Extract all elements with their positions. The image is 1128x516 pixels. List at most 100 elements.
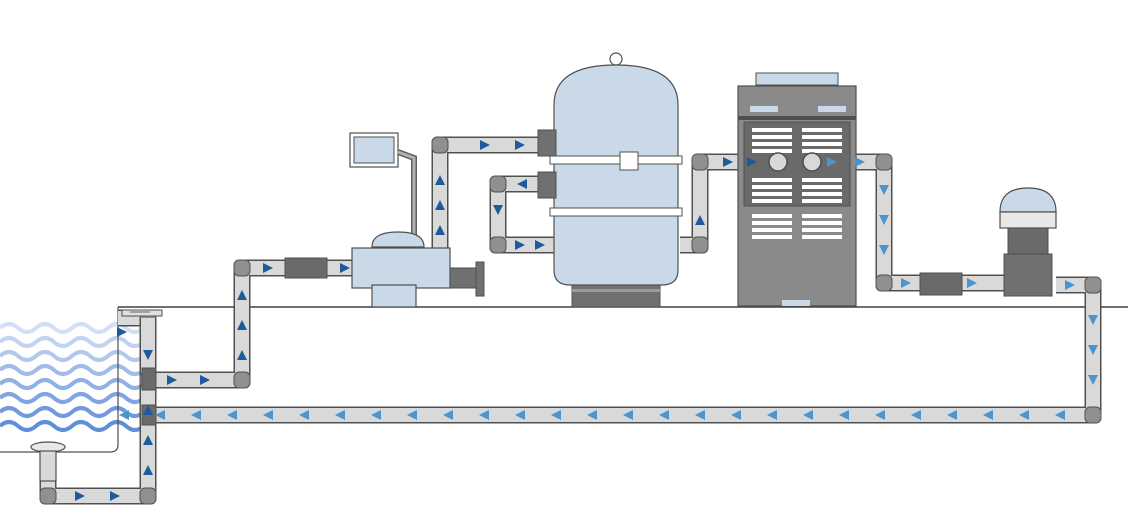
- chlorinator: [999, 187, 1057, 297]
- pipe-union: [141, 367, 157, 391]
- flow-arrow: [110, 491, 120, 501]
- vent-slot: [802, 185, 842, 189]
- flow-arrow: [155, 410, 165, 420]
- vent-slot: [802, 228, 842, 232]
- flow-arrow: [435, 175, 445, 185]
- flow-arrow: [879, 185, 889, 195]
- pipe-outline: [139, 259, 355, 389]
- vent-slot: [802, 235, 842, 239]
- flow-arrow: [515, 140, 525, 150]
- flow-arrow: [1065, 280, 1075, 290]
- flow-arrow: [75, 491, 85, 501]
- flow-arrow: [535, 240, 545, 250]
- flow-arrow: [767, 410, 777, 420]
- skimmer: [121, 309, 163, 317]
- flow-arrow: [237, 350, 247, 360]
- flow-arrow: [1055, 410, 1065, 420]
- flow-arrow: [237, 290, 247, 300]
- flow-arrow: [371, 410, 381, 420]
- water-wave: [0, 350, 146, 362]
- vent-slot: [802, 135, 842, 139]
- pipe-elbow: [233, 259, 251, 277]
- vent-slot: [802, 128, 842, 132]
- flow-arrow: [879, 215, 889, 225]
- pipe-elbow: [489, 175, 507, 193]
- flow-arrow: [879, 245, 889, 255]
- pipe-union: [919, 272, 963, 296]
- water-wave: [0, 392, 146, 404]
- main-drain: [30, 441, 66, 482]
- pipe-fittings: [141, 257, 963, 426]
- vent-slot: [752, 142, 792, 146]
- vent-slot: [802, 199, 842, 203]
- water-wave: [0, 420, 146, 432]
- pipe: [141, 261, 355, 387]
- pipe-elbow: [489, 236, 507, 254]
- vent-slot: [802, 178, 842, 182]
- heater: [737, 72, 857, 307]
- vent-slot: [752, 228, 792, 232]
- flow-arrow: [901, 278, 911, 288]
- flow-arrow: [143, 435, 153, 445]
- flow-arrow: [1019, 410, 1029, 420]
- flow-arrow: [515, 410, 525, 420]
- pipe-elbow: [691, 153, 709, 171]
- flow-arrow: [191, 410, 201, 420]
- flow-arrow: [335, 410, 345, 420]
- flow-arrow: [480, 140, 490, 150]
- flow-arrow: [263, 410, 273, 420]
- flow-arrow: [983, 410, 993, 420]
- pool-water: [0, 322, 146, 432]
- flow-arrow: [587, 410, 597, 420]
- flow-arrow: [875, 410, 885, 420]
- flow-arrow: [407, 410, 417, 420]
- flow-arrow: [827, 157, 837, 167]
- flow-arrow: [479, 410, 489, 420]
- vent-slot: [752, 128, 792, 132]
- pipe-elbow: [691, 236, 709, 254]
- flow-arrow: [200, 375, 210, 385]
- flow-arrow: [731, 410, 741, 420]
- water-wave: [0, 378, 146, 390]
- pipe-elbow: [39, 487, 57, 505]
- flow-arrow: [117, 327, 127, 337]
- pipe-elbow: [233, 371, 251, 389]
- flow-arrow: [515, 240, 525, 250]
- flow-arrow: [443, 410, 453, 420]
- pool-wall: [0, 307, 119, 453]
- vent-slot: [752, 221, 792, 225]
- flow-arrow: [299, 410, 309, 420]
- flow-arrow: [967, 278, 977, 288]
- vent-slot: [752, 214, 792, 218]
- water-wave: [0, 406, 146, 418]
- flow-arrow: [695, 410, 705, 420]
- vent-slot: [802, 214, 842, 218]
- flow-arrow: [517, 179, 527, 189]
- pipe-elbow: [139, 487, 157, 505]
- flow-arrow: [947, 410, 957, 420]
- flow-arrow: [623, 410, 633, 420]
- flow-arrow: [435, 225, 445, 235]
- control-panel: [349, 132, 417, 245]
- flow-arrow: [747, 157, 757, 167]
- vent-slot: [752, 235, 792, 239]
- flow-arrow: [1088, 375, 1098, 385]
- flow-arrow: [839, 410, 849, 420]
- flow-arrow: [167, 375, 177, 385]
- flow-arrow: [227, 410, 237, 420]
- pipe-union: [284, 257, 328, 279]
- pipe-elbow: [875, 153, 893, 171]
- vent-slot: [752, 149, 792, 153]
- vent-slot: [752, 192, 792, 196]
- flow-arrow: [237, 320, 247, 330]
- flow-arrow: [911, 410, 921, 420]
- flow-arrow: [1088, 315, 1098, 325]
- flow-arrow: [263, 263, 273, 273]
- flow-arrow: [1088, 345, 1098, 355]
- vent-slot: [752, 199, 792, 203]
- vent-slot: [752, 135, 792, 139]
- flow-arrow: [803, 410, 813, 420]
- pump: [351, 231, 485, 308]
- flow-arrow: [143, 350, 153, 360]
- vent-slot: [802, 142, 842, 146]
